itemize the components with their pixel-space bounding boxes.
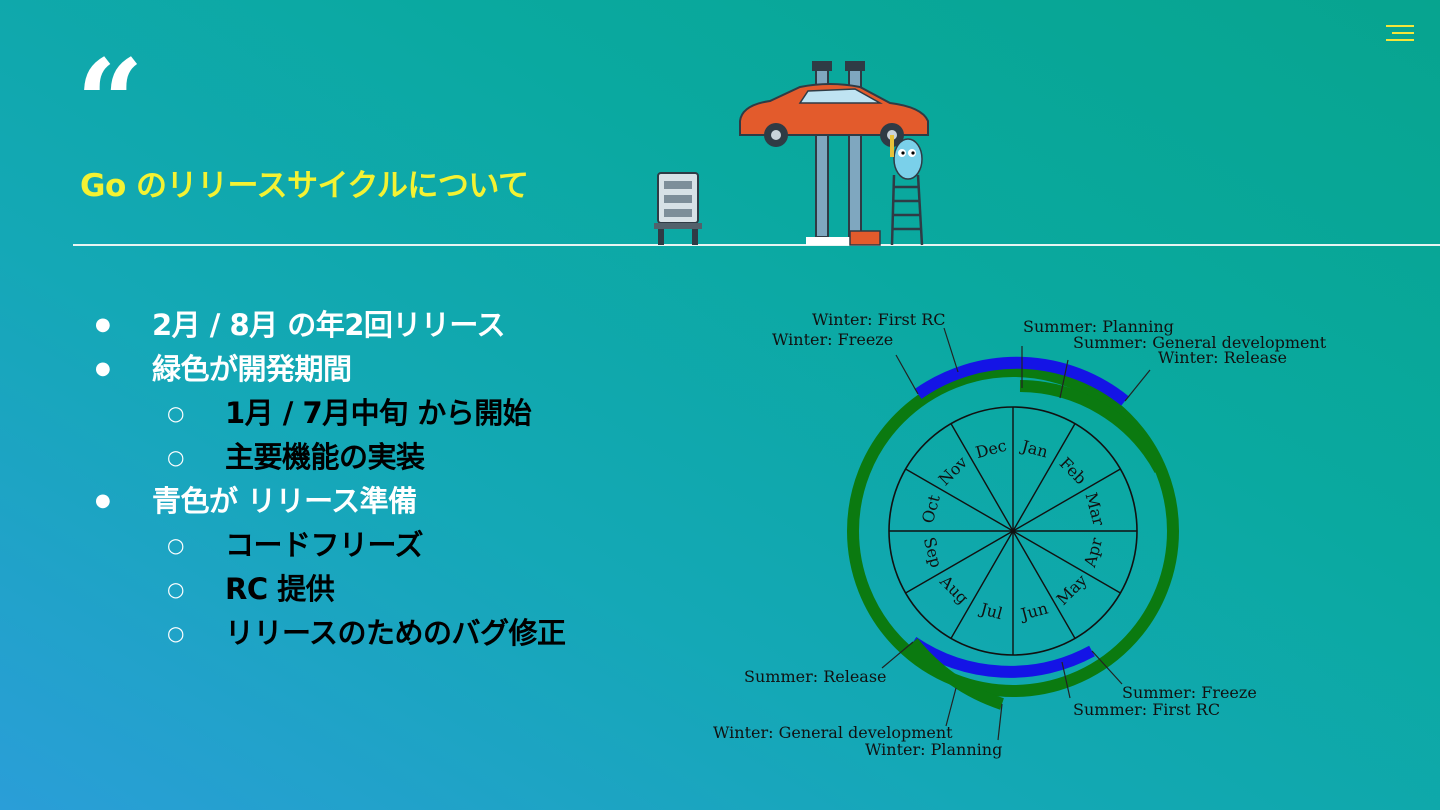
car-icon [740,84,928,147]
month-label-oct: Oct [918,492,944,525]
sub-bullet-item: RC 提供 [95,567,566,611]
release-cycle-diagram: Winter: First RC Winter: Freeze Summer: … [700,300,1340,770]
milestone-label: Winter: Planning [865,740,1002,759]
month-label-aug: Aug [936,571,973,608]
milestone-label: Winter: Freeze [772,330,893,349]
month-label-may: May [1053,571,1091,609]
month-label-dec: Dec [973,436,1008,462]
bullet-item: 2月 / 8月 の年2回リリース [95,303,566,347]
hamburger-menu-icon[interactable] [1386,24,1414,44]
milestone-label: Winter: First RC [812,310,946,329]
ladder-icon [892,175,922,245]
quote-mark-icon: “ [76,44,144,162]
month-spokes [889,407,1137,655]
milestone-label: Summer: First RC [1073,700,1220,719]
month-label-jul: Jul [977,599,1005,624]
gopher-car-lift-illustration [640,55,940,250]
month-label-feb: Feb [1056,454,1091,489]
sub-bullet-item: コードフリーズ [95,523,566,567]
month-label-jan: Jan [1018,436,1050,462]
page-title: Go のリリースサイクルについて [80,160,529,205]
month-label-mar: Mar [1082,490,1109,528]
bullet-list: 2月 / 8月 の年2回リリース 緑色が開発期間 1月 / 7月中旬 から開始 … [95,303,566,655]
month-label-nov: Nov [935,453,972,490]
machine-icon [654,173,702,245]
bullet-item: 青色が リリース準備 [95,479,566,523]
bullet-item: 緑色が開発期間 [95,347,566,391]
sub-bullet-item: 主要機能の実装 [95,435,566,479]
month-label-apr: Apr [1080,535,1106,570]
milestone-label: Summer: Release [744,667,887,686]
month-label-jun: Jun [1017,598,1050,624]
month-label-sep: Sep [920,535,946,570]
month-spoke [1013,424,1075,531]
milestone-label: Winter: Release [1158,348,1287,367]
sub-bullet-item: 1月 / 7月中旬 から開始 [95,391,566,435]
sub-bullet-item: リリースのためのバグ修正 [95,611,566,655]
toolbox-icon [850,231,880,245]
